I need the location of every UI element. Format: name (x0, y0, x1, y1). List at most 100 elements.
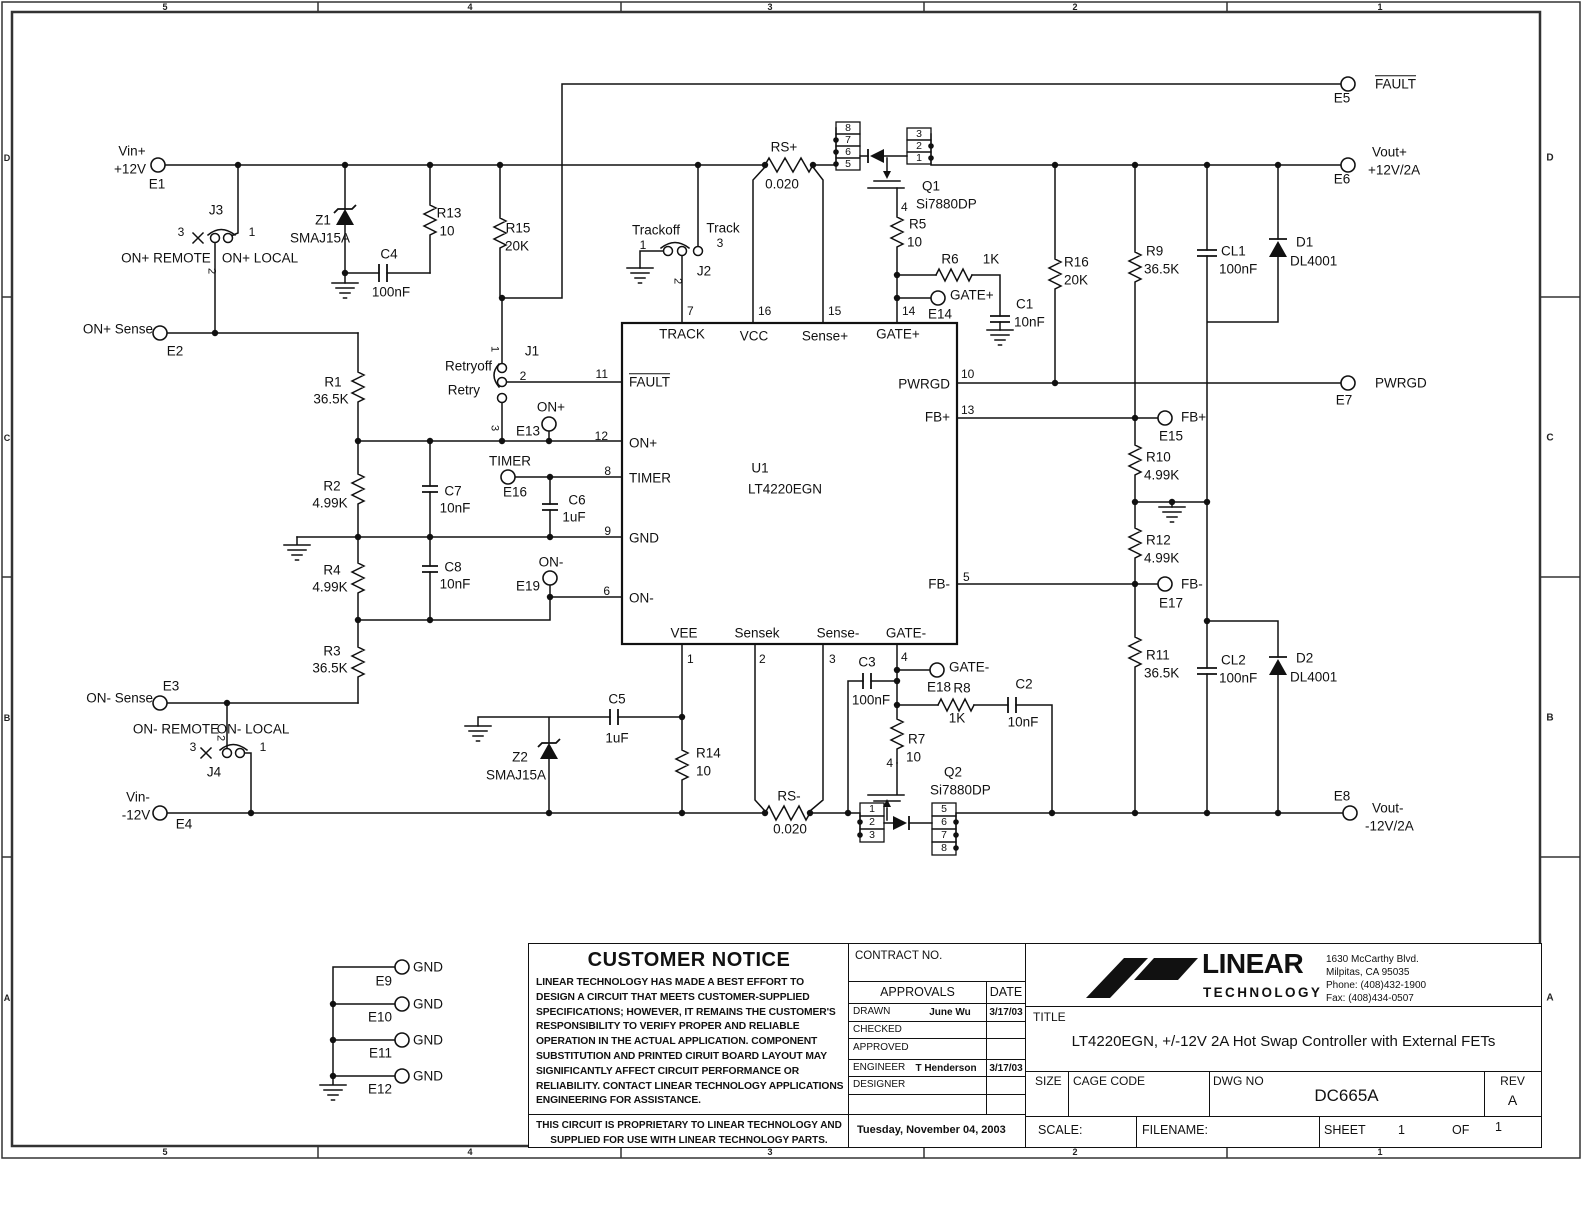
q2-pad8-num: 8 (941, 841, 947, 854)
e5-label: E5 (1333, 90, 1351, 106)
c4-ref: C4 (380, 246, 398, 262)
cl2-value: 100nF (1219, 670, 1258, 686)
c5-value: 1uF (605, 730, 629, 746)
c7-ref: C7 (444, 483, 462, 499)
e1-terminal (150, 157, 166, 173)
track-label: Track (706, 220, 740, 236)
q1-pad5-num: 5 (845, 157, 851, 170)
zone-right-d: D (1546, 152, 1554, 164)
vout-minus-rating: -12V/2A (1365, 818, 1414, 834)
r1-ref: R1 (324, 374, 342, 390)
on-plus-remote-label: ON+ REMOTE (121, 250, 211, 266)
resistor-symbols (350, 156, 1143, 822)
u1-pin-sense-minus: Sense- (816, 625, 860, 641)
jumper-symbols (191, 228, 704, 760)
tb-vline-3 (1484, 1071, 1485, 1116)
u1-pin-fb-minus: FB- (928, 576, 950, 592)
timer-term-label: TIMER (489, 453, 531, 469)
z2-value: SMAJ15A (485, 767, 547, 783)
tb-line-3 (1026, 1116, 1541, 1117)
sheet-number: 1 (1398, 1123, 1405, 1137)
e13-label: E13 (515, 423, 540, 439)
row-line-1 (849, 1003, 1026, 1004)
u1-pin-vee: VEE (670, 625, 698, 641)
customer-notice-box: CUSTOMER NOTICE LINEAR TECHNOLOGY HAS MA… (528, 943, 850, 1148)
e14-label: E14 (928, 306, 953, 322)
e11-label: E11 (368, 1045, 392, 1061)
date-column-divider (986, 981, 987, 1114)
sheet-of-label: OF (1452, 1123, 1470, 1137)
title-label: TITLE (1033, 1010, 1066, 1024)
u1-pin5-num: 5 (963, 570, 970, 584)
u1-pin13-num: 13 (961, 403, 975, 417)
cl1-ref: CL1 (1221, 243, 1246, 259)
drawing-title: LT4220EGN, +/-12V 2A Hot Swap Controller… (1071, 1033, 1496, 1050)
engineer-date: 3/17/03 (989, 1063, 1023, 1074)
company-name-2: TECHNOLOGY (1203, 985, 1323, 1000)
e18-label: E18 (927, 679, 952, 695)
d2-ref: D2 (1296, 650, 1314, 666)
date-header: DATE (989, 985, 1023, 999)
dwg-no-value: DC665A (1314, 1086, 1379, 1105)
u1-pin-pwrgd: PWRGD (898, 376, 950, 392)
u1-pin1-num: 1 (687, 652, 694, 666)
zone-left-c: C (3, 433, 11, 443)
e8-label: E8 (1333, 788, 1351, 804)
c4-value: 100nF (371, 284, 411, 300)
component-symbols (336, 149, 1287, 830)
e2-terminal (152, 325, 168, 341)
r14-ref: R14 (696, 745, 721, 761)
q1-pad8-num: 8 (845, 121, 851, 134)
zone-bottom-5: 5 (162, 1147, 168, 1157)
company-fax: Fax: (408)434-0507 (1326, 993, 1414, 1004)
j4-ref: J4 (206, 764, 222, 780)
u1-pin9-num: 9 (604, 524, 611, 538)
approvals-top-line (849, 981, 1026, 982)
u1-pin-sense-plus: Sense+ (801, 328, 849, 344)
r11-value: 36.5K (1144, 665, 1180, 681)
cage-code-label: CAGE CODE (1073, 1074, 1146, 1088)
tb-vline-1 (1068, 1071, 1069, 1116)
r16-ref: R16 (1064, 254, 1089, 270)
u1-pin-gate-minus: GATE- (885, 625, 927, 641)
r6-value: 1K (982, 251, 1000, 267)
r2-ref: R2 (323, 478, 341, 494)
j4-pin1-num: 1 (259, 740, 267, 754)
d1-ref: D1 (1296, 234, 1314, 250)
r1-value: 36.5K (313, 391, 349, 407)
q2-value: Si7880DP (930, 782, 991, 798)
j3-pin3-num: 3 (177, 225, 185, 239)
e17-label: E17 (1159, 595, 1184, 611)
fb-plus-term-label: FB+ (1181, 409, 1207, 425)
c2-value: 10nF (1007, 714, 1039, 730)
j2-ref: J2 (696, 263, 712, 279)
d1-value: DL4001 (1290, 253, 1338, 269)
u1-pin7-num: 7 (687, 304, 694, 318)
sheet-total: 1 (1495, 1120, 1502, 1134)
r4-value: 4.99K (312, 579, 348, 595)
junction-dots (211, 137, 1282, 1080)
q1-pad6-num: 6 (845, 145, 851, 158)
row-line-4 (849, 1059, 1026, 1060)
q2-gate-pin-num: 4 (886, 756, 893, 770)
retryoff-label: Retryoff (444, 358, 492, 374)
q2-pad3-num: 3 (869, 828, 875, 841)
e17-terminal (1157, 576, 1173, 592)
on-minus-term-label: ON- (538, 554, 564, 570)
c3-value: 100nF (851, 692, 891, 708)
e1-label: E1 (148, 176, 166, 192)
zone-bottom-3: 3 (767, 1147, 773, 1157)
on-minus-remote-label: ON- REMOTE (132, 721, 220, 737)
rev-label: REV (1500, 1074, 1525, 1088)
z1-ref: Z1 (315, 212, 331, 228)
q1-pad3-num: 3 (916, 127, 922, 140)
e15-terminal (1157, 410, 1173, 426)
cl2-ref: CL2 (1221, 652, 1246, 668)
z2-ref: Z2 (512, 749, 528, 765)
zone-left-b: B (3, 713, 11, 723)
r3-ref: R3 (323, 643, 341, 659)
e3-terminal (152, 695, 168, 711)
gate-minus-term-label: GATE- (949, 659, 990, 675)
drawn-label: DRAWN (853, 1006, 891, 1017)
